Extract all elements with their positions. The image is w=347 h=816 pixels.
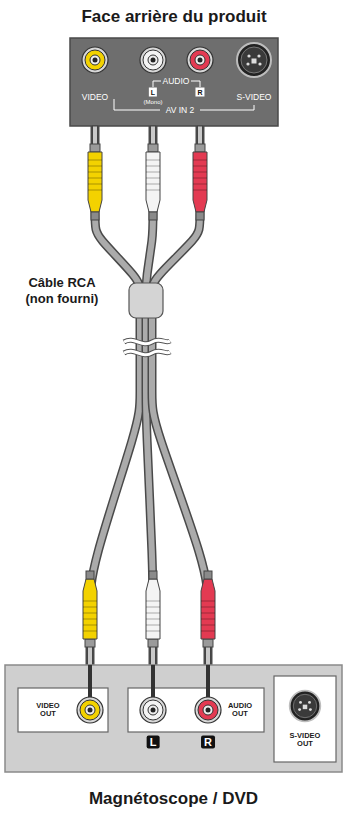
jack-label: VIDEO (82, 93, 108, 102)
video-out-box (18, 688, 108, 732)
break-mark (124, 351, 170, 355)
device-heading: Magnétoscope / DVD (0, 789, 347, 809)
break-mark (124, 340, 170, 344)
channel-badge: L (149, 88, 157, 97)
cable-outline (152, 126, 208, 665)
product-panel (70, 38, 278, 126)
channel-badge: R (195, 88, 204, 97)
red-plug (193, 126, 207, 220)
audio-left-out-jack (140, 697, 166, 723)
channel-badge: L (147, 736, 160, 749)
audio-right-jack (187, 47, 213, 73)
audio-right-out-jack (195, 697, 221, 723)
cable-clip (129, 283, 163, 318)
white-plug (146, 571, 160, 665)
jack-label: AUDIO (163, 77, 190, 86)
yellow-plug (88, 126, 102, 220)
break-mark (124, 351, 170, 355)
rca-cable (152, 126, 208, 665)
s-video-jack (237, 43, 271, 77)
jack-label: S-VIDEO (237, 93, 272, 102)
s-video-out-jack (290, 691, 321, 722)
audio-out-box (128, 688, 264, 732)
device-panel: Magnétoscope / DVD (5, 665, 342, 772)
cable-label: Câble RCA (non fourni) (14, 275, 110, 306)
break-mark (124, 340, 170, 344)
jack-note: (Mono) (143, 99, 162, 105)
player-panel (5, 665, 342, 772)
device-heading: Face arrière du produit (30, 7, 318, 27)
jack-label: VIDEO OUT (31, 702, 65, 719)
s-video-out-box (274, 676, 336, 762)
jack-label: S-VIDEO OUT (283, 732, 327, 749)
video-out-jack (77, 697, 103, 723)
red-plug (201, 571, 215, 665)
input-label: AV IN 2 (166, 106, 195, 115)
jack-label: AUDIO OUT (223, 702, 257, 719)
audio-left-jack (140, 47, 166, 73)
channel-badge: R (201, 736, 215, 749)
white-plug (146, 126, 160, 220)
cable-body (152, 126, 208, 665)
yellow-plug (83, 571, 97, 665)
video-jack (82, 47, 108, 73)
